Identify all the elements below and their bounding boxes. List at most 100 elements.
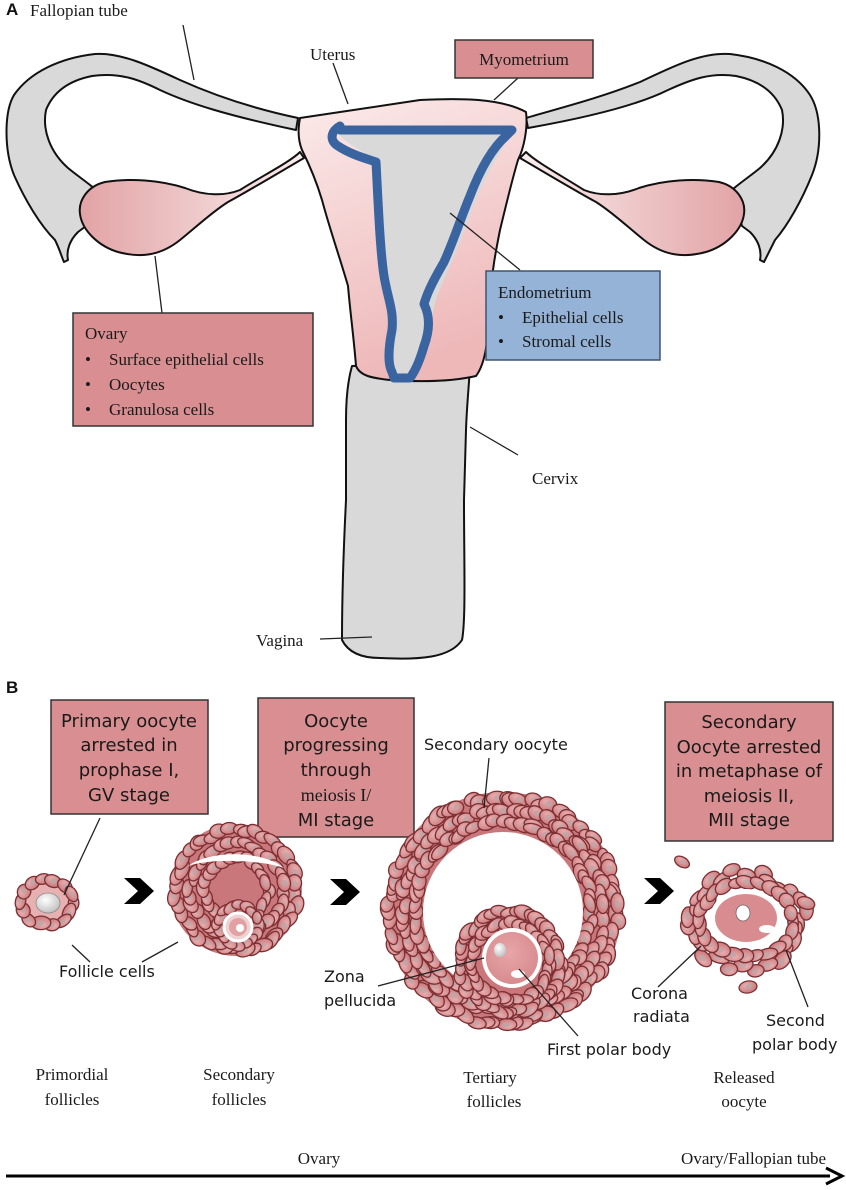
bullet: • [85, 400, 91, 419]
stage-box-gv: Primary oocyte arrested in prophase I, G… [50, 699, 209, 815]
zona-pellucida-label: pellucida [324, 991, 396, 1010]
endometrium-item-stromal: Stromal cells [522, 332, 611, 351]
endometrium-box: Endometrium • Epithelial cells • Stromal… [485, 270, 661, 361]
panel-b-letter: B [6, 678, 18, 697]
vagina-leader [319, 636, 373, 640]
nucleus [236, 924, 244, 932]
left-ovary [78, 151, 305, 257]
nucleus [494, 943, 506, 957]
right-fallopian-tube [525, 52, 821, 263]
bullet: • [498, 308, 504, 327]
second-polar-body [759, 925, 775, 933]
stage-box-mi-line: MI stage [298, 810, 375, 831]
myometrium-leader [493, 77, 519, 101]
chevron-right-icon [644, 878, 674, 904]
zona-pellucida-label: Zona [324, 967, 365, 986]
zona-pellucida-leader [377, 957, 485, 987]
uterus-leader [332, 62, 349, 105]
arrow-head-icon [825, 1166, 846, 1186]
granulosa-cell [595, 893, 610, 915]
stage-box-mi-line: through [301, 760, 372, 781]
secondary-oocyte-leader [483, 757, 490, 809]
germinal-vesicle [35, 892, 61, 914]
stage-box-mii: Secondary Oocyte arrested in metaphase o… [664, 701, 834, 842]
stage-box-mi: Oocyte progressing through meiosis I/ MI… [257, 697, 415, 838]
stage-released: Released [713, 1068, 775, 1087]
granulosa-cell [673, 855, 691, 869]
stage-tertiary: follicles [467, 1092, 522, 1111]
endometrium-box-title: Endometrium [498, 283, 591, 302]
corona-radiata-label: Corona [631, 984, 688, 1003]
corona-radiata-label: radiata [633, 1007, 690, 1026]
panel-b: B Primary oocyte arrested in prophase I,… [6, 678, 846, 1186]
gv-stage-leader [63, 817, 101, 896]
follicle-cells-label: Follicle cells [59, 962, 155, 981]
bullet: • [85, 375, 91, 394]
secondary-follicle [166, 821, 305, 958]
fallopian-tube-label: Fallopian tube [30, 1, 128, 20]
granulosa-cell [30, 915, 52, 931]
granulosa-cell [187, 863, 202, 882]
granulosa-cell [796, 895, 816, 911]
chevron-right-icon [330, 879, 360, 905]
second-polar-body-label: polar body [752, 1035, 837, 1054]
granulosa-cell [610, 892, 625, 914]
ovary-box: Ovary • Surface epithelial cells • Oocyt… [72, 312, 314, 427]
granulosa-cell [496, 1017, 518, 1032]
ovary-item-granulosa: Granulosa cells [109, 400, 214, 419]
ovary-leader [154, 255, 163, 314]
second-polar-body-leader [785, 949, 809, 1008]
tertiary-follicle [379, 790, 627, 1032]
myometrium-label: Myometrium [479, 50, 569, 69]
panel-a: A Fallopian tube Uterus Cervix Vagina [5, 0, 821, 660]
granulosa-cell [722, 863, 741, 877]
uterus-label: Uterus [310, 45, 355, 64]
vagina-label: Vagina [256, 631, 304, 650]
stage-box-mii-line: Oocyte arrested [677, 737, 822, 758]
nucleus [735, 904, 751, 922]
granulosa-cell [64, 885, 79, 903]
granulosa-cell [694, 949, 713, 968]
stage-box-gv-line: Primary oocyte [61, 711, 197, 732]
granulosa-cell [543, 945, 555, 966]
timeline-ovary-label: Ovary [298, 1149, 341, 1168]
granulosa-cell [582, 893, 597, 914]
myometrium-box: Myometrium [454, 39, 594, 79]
endometrium-leader [449, 212, 521, 271]
granulosa-cell [466, 1016, 487, 1030]
stage-box-mii-line: in metaphase of [676, 761, 823, 782]
granulosa-cell [738, 980, 758, 994]
ovary-box-title: Ovary [85, 324, 128, 343]
stage-box-mi-line: progressing [283, 735, 389, 756]
endometrium-item-epithelial: Epithelial cells [522, 308, 624, 327]
stage-tertiary: Tertiary [463, 1068, 517, 1087]
stage-box-mi-line: meiosis I/ [301, 785, 372, 805]
chevron-right-icon [124, 878, 154, 904]
secondary-oocyte-label: Secondary oocyte [424, 735, 568, 754]
granulosa-cell [714, 877, 733, 896]
stage-box-gv-line: prophase I, [79, 760, 180, 781]
granulosa-cell [778, 892, 796, 910]
stage-box-mii-line: MII stage [708, 810, 790, 831]
first-polar-body-label: First polar body [547, 1040, 671, 1059]
follicle-cells-leader-1 [71, 944, 91, 963]
follicle-cells-leader-2 [141, 941, 179, 963]
stage-box-gv-line: arrested in [80, 735, 177, 756]
cervix-vagina [341, 361, 471, 660]
bullet: • [498, 332, 504, 351]
stage-primordial: follicles [45, 1090, 100, 1109]
first-polar-body-leader [518, 968, 579, 1037]
stage-box-mi-line: Oocyte [304, 711, 368, 732]
granulosa-cell [719, 962, 739, 977]
ovary-item-oocytes: Oocytes [109, 375, 165, 394]
granulosa-cell [251, 910, 263, 925]
timeline-ovary-fallopian-label: Ovary/Fallopian tube [681, 1149, 826, 1168]
granulosa-cell [783, 904, 798, 922]
stage-secondary: Secondary [203, 1065, 275, 1084]
secondary-oocyte [486, 932, 538, 984]
corona-radiata-leader [657, 945, 702, 988]
stage-box-gv-line: GV stage [88, 785, 170, 806]
cervix-label: Cervix [532, 469, 579, 488]
antrum-gap [188, 854, 284, 868]
